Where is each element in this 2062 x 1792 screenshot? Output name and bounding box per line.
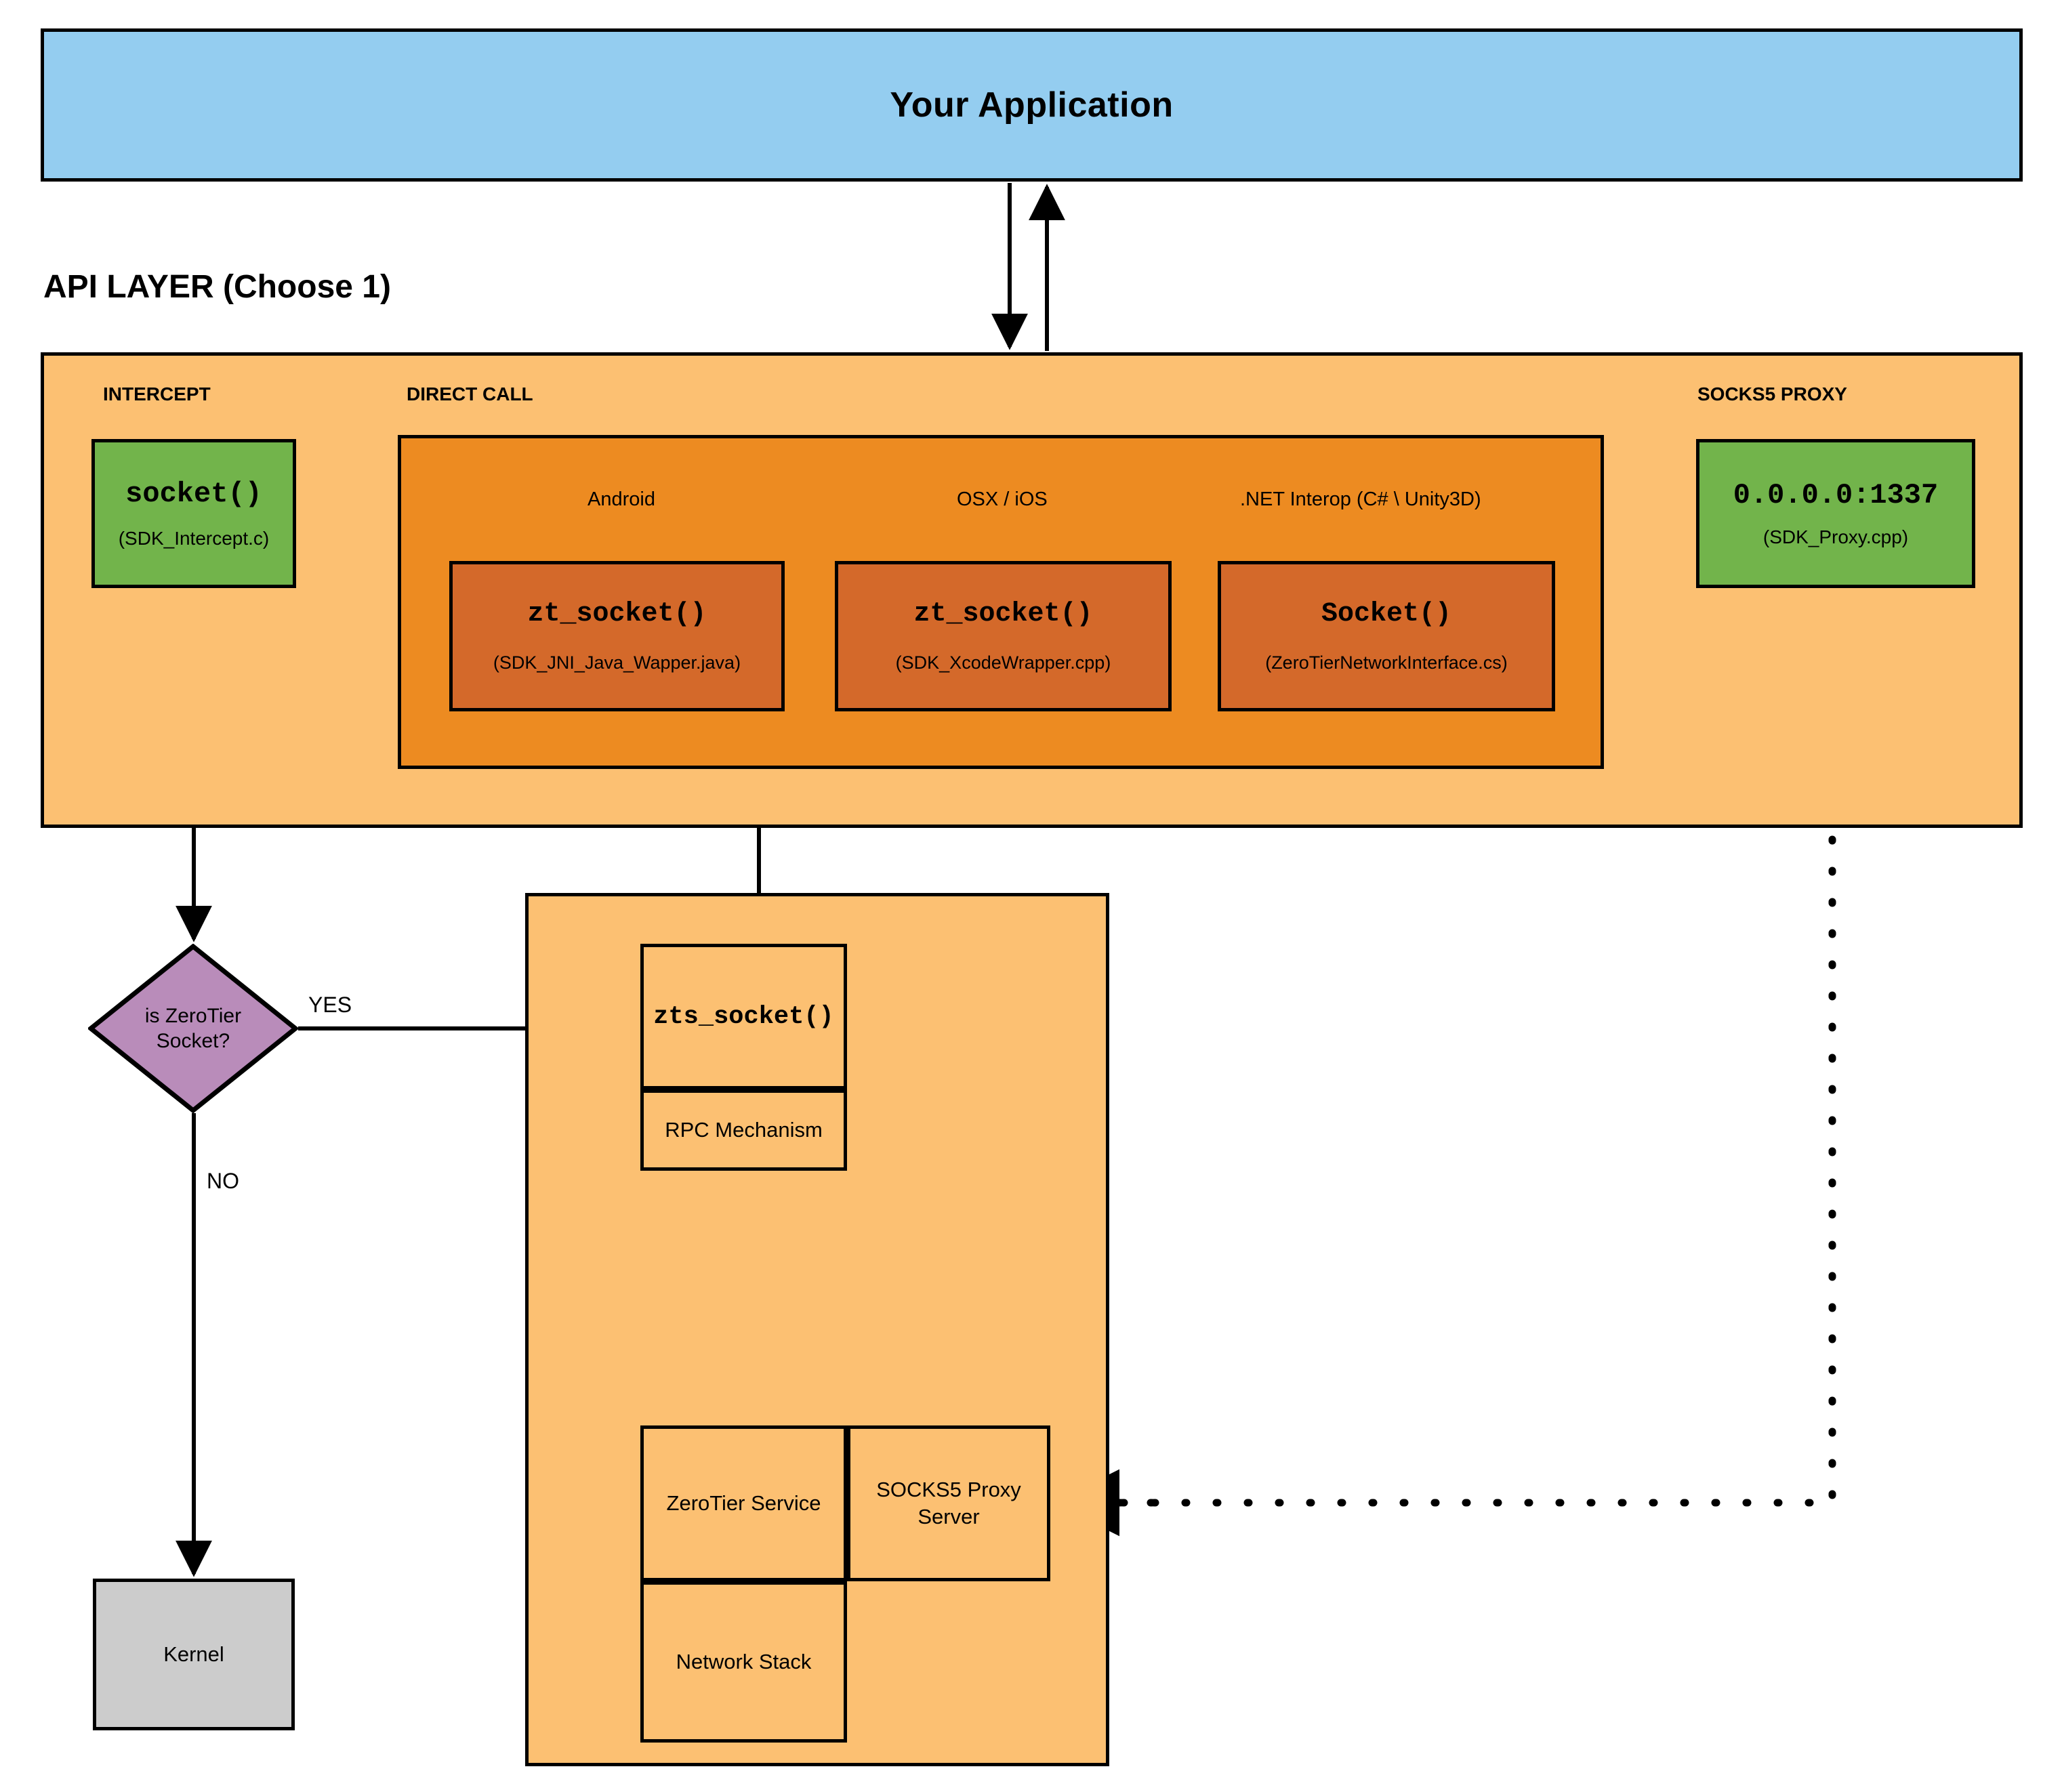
zts-socket-node[interactable]: zts_socket() <box>640 944 847 1089</box>
platform-label-android: Android <box>587 488 655 510</box>
socket-node-name: socket() <box>125 478 262 510</box>
decision-text-line1: is ZeroTier <box>144 1004 242 1027</box>
platform-node-osx-ios-name: zt_socket() <box>913 599 1093 629</box>
platform-node-osx-ios-file: (SDK_XcodeWrapper.cpp) <box>895 652 1111 673</box>
edge-label-yes: YES <box>308 993 352 1017</box>
socks5-proxy-server-label: SOCKS5 Proxy Server <box>876 1477 1021 1528</box>
platform-node-dotnet-file: (ZeroTierNetworkInterface.cs) <box>1265 652 1508 673</box>
platform-node-android[interactable]: zt_socket() (SDK_JNI_Java_Wapper.java) <box>449 561 785 711</box>
decision-diamond-label: is ZeroTier Socket? <box>88 944 298 1113</box>
rpc-mechanism-label: RPC Mechanism <box>665 1118 823 1142</box>
socks5-proxy-node[interactable]: 0.0.0.0:1337 (SDK_Proxy.cpp) <box>1696 439 1975 588</box>
zerotier-service-node[interactable]: ZeroTier Service <box>640 1425 847 1581</box>
socks5-proxy-server-node[interactable]: SOCKS5 Proxy Server <box>847 1425 1050 1581</box>
api-layer-heading: API LAYER (Choose 1) <box>43 269 391 305</box>
kernel-label: Kernel <box>163 1642 224 1666</box>
section-label-socks5-proxy: SOCKS5 PROXY <box>1697 383 1847 404</box>
rpc-mechanism-node[interactable]: RPC Mechanism <box>640 1089 847 1171</box>
decision-diamond-shape <box>88 944 298 1113</box>
zts-socket-label: zts_socket() <box>653 1002 834 1031</box>
platform-label-dotnet-interop: .NET Interop (C# \ Unity3D) <box>1240 488 1481 510</box>
platform-label-osx-ios: OSX / iOS <box>957 488 1048 510</box>
platform-node-dotnet-name: Socket() <box>1321 599 1452 629</box>
socket-node[interactable]: socket() (SDK_Intercept.c) <box>91 439 296 588</box>
zerotier-service-label: ZeroTier Service <box>666 1491 821 1515</box>
your-application-label: Your Application <box>890 85 1174 125</box>
edge-label-no: NO <box>207 1169 239 1193</box>
platform-node-dotnet[interactable]: Socket() (ZeroTierNetworkInterface.cs) <box>1218 561 1555 711</box>
socks5-proxy-node-file: (SDK_Proxy.cpp) <box>1762 526 1909 547</box>
section-label-direct-call: DIRECT CALL <box>407 383 533 404</box>
your-application-box: Your Application <box>41 28 2023 182</box>
decision-text-line2: Socket? <box>156 1030 230 1052</box>
network-stack-node[interactable]: Network Stack <box>640 1581 847 1743</box>
kernel-node: Kernel <box>93 1579 295 1730</box>
socket-node-file: (SDK_Intercept.c) <box>118 528 270 549</box>
network-stack-label: Network Stack <box>676 1650 812 1673</box>
socks5-proxy-node-name: 0.0.0.0:1337 <box>1733 479 1939 512</box>
platform-node-osx-ios[interactable]: zt_socket() (SDK_XcodeWrapper.cpp) <box>835 561 1172 711</box>
decision-diamond[interactable]: is ZeroTier Socket? <box>88 944 298 1113</box>
platform-node-android-file: (SDK_JNI_Java_Wapper.java) <box>493 652 741 673</box>
platform-node-android-name: zt_socket() <box>527 599 707 629</box>
section-label-intercept: INTERCEPT <box>103 383 211 404</box>
